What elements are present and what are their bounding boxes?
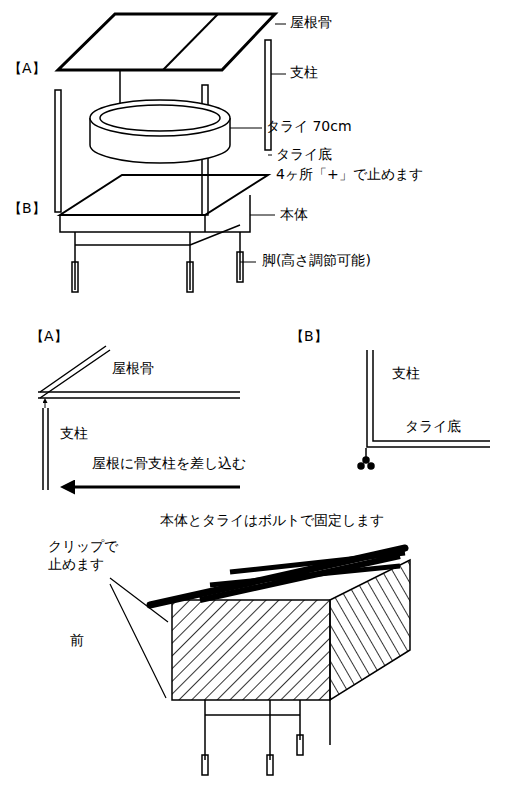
stand-top [55, 14, 286, 292]
part-label: 屋根骨 [112, 360, 154, 378]
part-label: 【B】 [8, 200, 46, 218]
part-label: 本体 [280, 206, 308, 224]
part-label: 脚(高さ調節可能) [262, 252, 371, 270]
note-text: 本体とタライはボルトで固定します [160, 512, 384, 530]
part-label: 前 [70, 632, 84, 650]
part-label: タライ底 [276, 146, 332, 164]
part-label: クリップで 止めます [48, 538, 120, 573]
part-label: 【A】 [30, 328, 68, 346]
part-label: タライ底 [405, 418, 461, 436]
part-label: 4ヶ所「+」で止めます [276, 166, 423, 184]
part-label: 屋根に骨支柱を差し込む [92, 455, 246, 473]
assembled-stand [110, 548, 410, 775]
part-label: 支柱 [290, 64, 318, 82]
part-label: 屋根骨 [290, 14, 332, 32]
part-label: 支柱 [392, 365, 420, 383]
part-label: 【A】 [8, 60, 46, 78]
detail-b [358, 350, 490, 469]
part-label: 【B】 [290, 328, 328, 346]
part-label: タライ 70cm [266, 118, 352, 136]
part-label: 支柱 [60, 425, 88, 443]
